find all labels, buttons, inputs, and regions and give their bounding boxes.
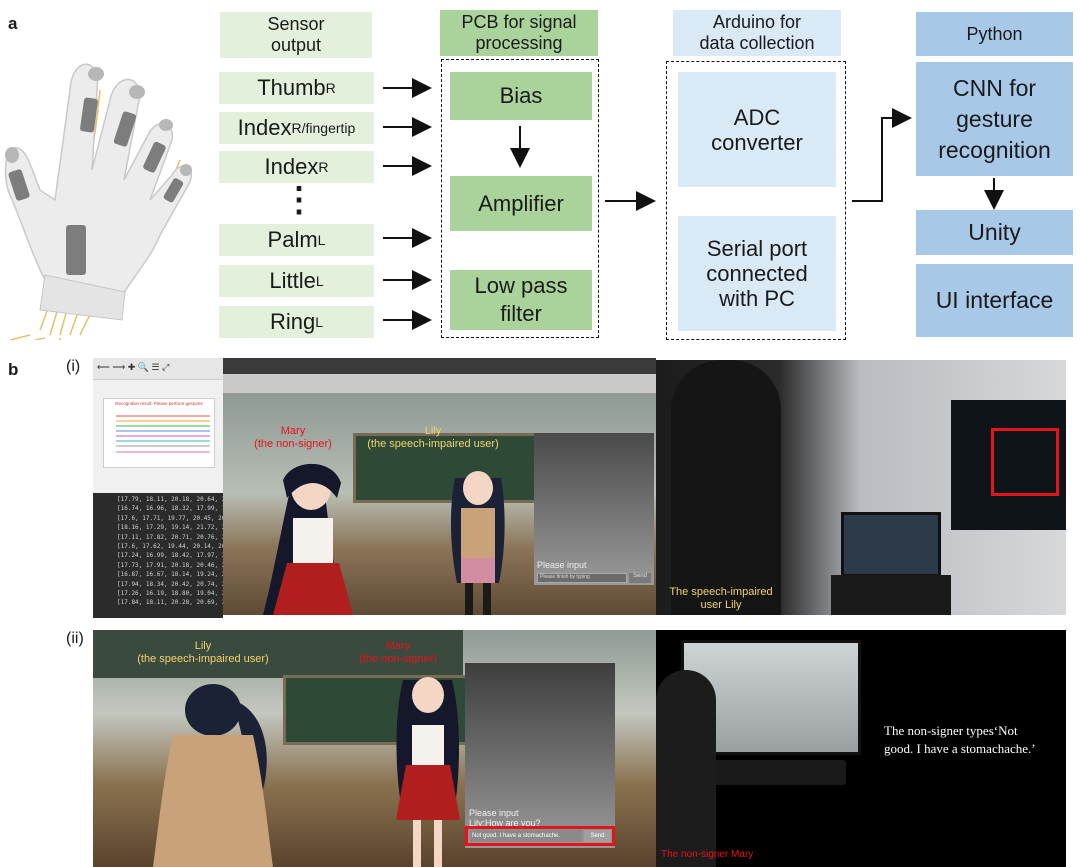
unity-box: Unity: [916, 210, 1073, 255]
panel-label-a: a: [8, 14, 18, 33]
unity-scene-ii: Lily(the speech-impaired user) Mary(the …: [93, 630, 656, 867]
recognition-plot: Recognition result: Please perform gestu…: [103, 398, 215, 468]
photo-keyboard: [696, 760, 846, 785]
glove-shape: [4, 63, 193, 311]
arrow-arduino-python: [852, 108, 912, 202]
sensor-ellipsis: ⋮: [282, 181, 316, 219]
photo-laptop-base: [831, 575, 951, 615]
unity-title-bar: [223, 358, 656, 374]
glove-cuff: [39, 274, 126, 321]
sensor-glove-illustration: [4, 63, 193, 340]
python-plot-window: ⟵ ⟶ ✚ 🔍 ☰ ⤢ Recognition result: Please p…: [93, 358, 223, 618]
chat-message-ii: Lily:How are you?: [469, 818, 541, 828]
photo-person-mary: [656, 670, 716, 867]
input-highlight-box: [465, 826, 615, 846]
photo-person-silhouette: [671, 360, 781, 615]
chat-input-i[interactable]: Please finish by typing: [537, 573, 627, 583]
glove-sensor-pads: [8, 97, 184, 275]
panel-label-b-ii: (ii): [66, 630, 84, 647]
blackboard-ii: [283, 675, 493, 745]
send-button-i[interactable]: Send: [629, 573, 651, 583]
panel-label-b-i: (i): [66, 358, 81, 375]
lily-character-back: [153, 684, 273, 867]
photo-user-mary: The non-signer Mary The non-signer types…: [656, 630, 1066, 867]
bias-box: Bias: [450, 72, 592, 120]
plot-lines: [116, 415, 210, 453]
mary-label-ii: Mary(the non-signer): [359, 640, 437, 665]
plot-title: Recognition result: Please perform gestu…: [115, 401, 203, 406]
glove-fingertip-caps: [5, 67, 192, 176]
glove-highlight-box: [991, 428, 1059, 496]
python-console: [17.79, 18.11, 20.18, 20.64, 20.01, 22.0…: [93, 493, 223, 618]
flow-arrows: [383, 78, 1004, 330]
top-banner-ii: [93, 630, 463, 678]
chat-panel-i: Please input Please finish by typing Sen…: [534, 433, 654, 585]
mary-character-front: [396, 677, 460, 867]
plot-toolbar[interactable]: ⟵ ⟶ ✚ 🔍 ☰ ⤢: [93, 358, 223, 380]
lily-label-ii: Lily(the speech-impaired user): [137, 640, 269, 665]
ui-interface-box: UI interface: [916, 264, 1073, 337]
amplifier-box: Amplifier: [450, 176, 592, 231]
chat-input-ii[interactable]: Not good. I have a stomachache.: [470, 830, 582, 842]
python-header: Python: [916, 12, 1073, 56]
arduino-group-border: [666, 61, 846, 340]
chat-prompt-i: Please input: [537, 560, 587, 570]
lily-label-i: Lily(the speech-impaired user): [367, 425, 499, 450]
panel-label-b: b: [8, 360, 19, 379]
unity-toolbar[interactable]: [223, 374, 656, 394]
unity-scene-i: Mary(the non-signer) Lily(the speech-imp…: [223, 358, 656, 615]
send-button-ii[interactable]: Send: [584, 830, 611, 842]
mary-label-i: Mary(the non-signer): [254, 425, 332, 450]
pcb-group-border: [441, 59, 599, 338]
photo-window: [951, 400, 1066, 530]
photo-laptop-screen: [841, 512, 941, 577]
chat-panel-ii: Please input Lily:How are you?: [465, 663, 615, 848]
photo-caption-ii: The non-signer Mary: [661, 849, 754, 860]
chat-prompt-ii: Please input: [469, 808, 519, 818]
mary-character: [263, 463, 353, 615]
lily-character: [450, 471, 505, 615]
